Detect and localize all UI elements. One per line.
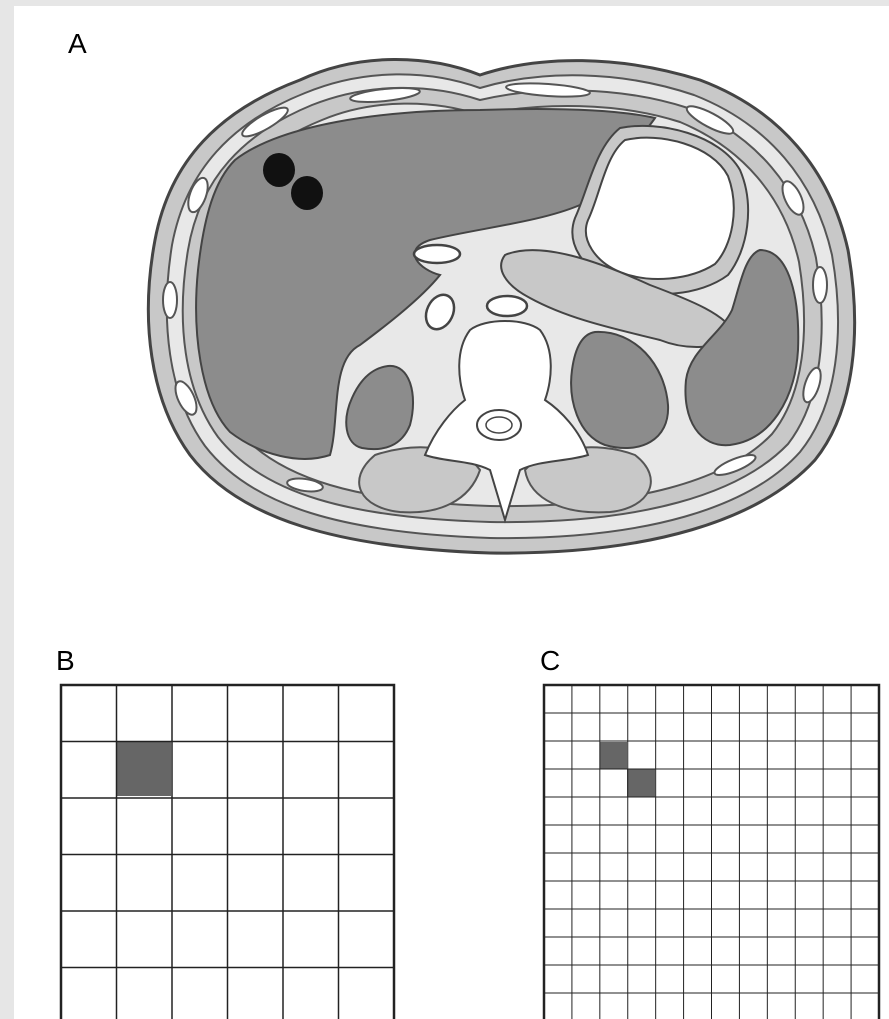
grid-c-lines bbox=[544, 685, 879, 1019]
grid-b-highlight-cell bbox=[117, 742, 171, 796]
grid-b-lines bbox=[61, 685, 394, 1019]
spinal-cord bbox=[486, 417, 512, 433]
grid-c-highlight-cell-2 bbox=[627, 769, 655, 797]
grid-c bbox=[544, 685, 879, 1019]
grid-b bbox=[61, 685, 394, 1019]
grid-c-highlight-cell-1 bbox=[600, 742, 627, 769]
lesion-2 bbox=[291, 176, 323, 210]
lesion-1 bbox=[263, 153, 295, 187]
aorta bbox=[487, 296, 527, 316]
abdomen-cross-section bbox=[148, 59, 854, 553]
portal-vein bbox=[414, 245, 460, 263]
